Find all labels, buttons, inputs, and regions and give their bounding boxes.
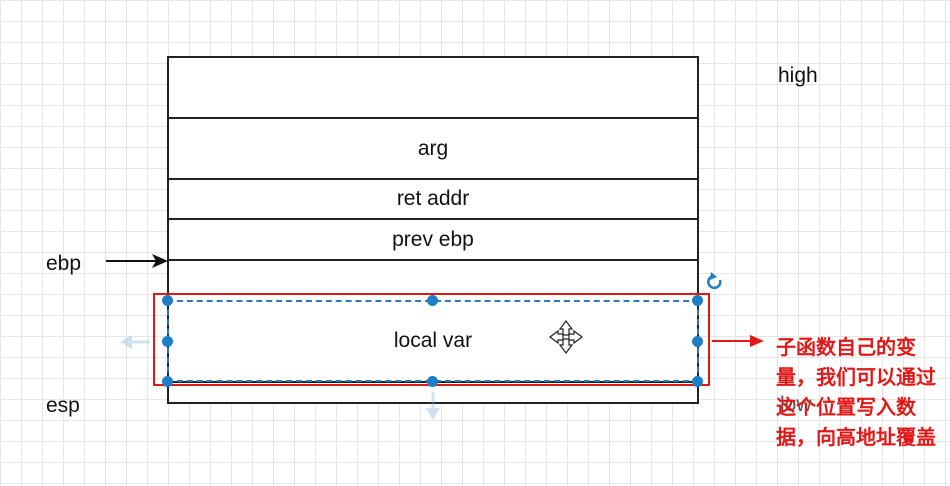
annotation-arrow-icon	[712, 335, 764, 347]
stack-cell-ret-addr[interactable]: ret addr	[167, 178, 699, 220]
resize-handle-left[interactable]	[162, 336, 173, 347]
esp-label: esp	[46, 394, 80, 417]
ebp-arrow-icon	[106, 254, 168, 268]
drag-guide-down-icon[interactable]	[426, 392, 440, 420]
stack-cell-top[interactable]	[167, 56, 699, 119]
resize-handle-bottom-left[interactable]	[162, 376, 173, 387]
resize-handle-bottom-right[interactable]	[692, 376, 703, 387]
resize-handle-right[interactable]	[692, 336, 703, 347]
move-icon	[549, 320, 583, 354]
resize-handle-top-left[interactable]	[162, 295, 173, 306]
low-label: low	[780, 393, 812, 416]
ebp-label: ebp	[46, 252, 82, 275]
resize-handle-top[interactable]	[427, 295, 438, 306]
stack-cell-arg[interactable]: arg	[167, 117, 699, 180]
resize-handle-top-right[interactable]	[692, 295, 703, 306]
high-label: high	[778, 64, 818, 87]
rotate-icon[interactable]	[707, 272, 722, 290]
drag-guide-left-icon[interactable]	[120, 335, 150, 349]
resize-handle-bottom[interactable]	[427, 376, 438, 387]
annotation-text: 子函数自己的变量，我们可以通过这个位置写入数据，向高地址覆盖	[776, 335, 936, 449]
